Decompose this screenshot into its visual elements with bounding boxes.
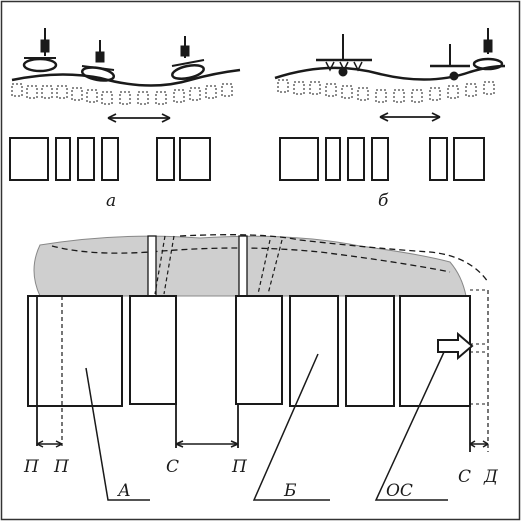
label-c1: С bbox=[166, 457, 179, 477]
panel-b bbox=[274, 28, 506, 181]
block-4 bbox=[289, 295, 339, 407]
blocks-a bbox=[9, 137, 211, 181]
advance-arrow-a bbox=[107, 113, 171, 123]
label-d: Д bbox=[483, 467, 499, 487]
label-c2: С bbox=[458, 467, 471, 487]
shift-dashes bbox=[470, 289, 488, 405]
support-unit-b3 bbox=[472, 28, 504, 71]
leader-os bbox=[374, 351, 448, 501]
post-2-ghost bbox=[257, 239, 283, 295]
dimension-arrows bbox=[36, 440, 489, 448]
label-panel-a: а bbox=[106, 191, 116, 211]
support-unit-a2 bbox=[80, 40, 116, 82]
label-p1: П bbox=[23, 457, 40, 477]
label-a: А bbox=[117, 481, 131, 501]
hanging-row-a bbox=[11, 83, 233, 105]
label-p2: П bbox=[53, 457, 70, 477]
support-unit-a3 bbox=[171, 36, 205, 80]
roof-curve-b bbox=[274, 64, 506, 81]
post-1-ghost bbox=[154, 235, 175, 295]
label-os: ОС bbox=[386, 481, 413, 501]
roof-curve-a bbox=[11, 68, 241, 87]
label-panel-b: б bbox=[378, 191, 389, 211]
block-3 bbox=[235, 295, 283, 405]
block-2 bbox=[129, 295, 177, 405]
block-5 bbox=[345, 295, 395, 407]
blocks-bottom bbox=[27, 295, 471, 407]
rock-contour-1 bbox=[51, 245, 451, 273]
block-1 bbox=[27, 295, 123, 407]
hanging-row-b bbox=[277, 79, 495, 103]
post-1 bbox=[147, 235, 157, 297]
panel-a bbox=[9, 28, 241, 181]
support-unit-b1 bbox=[316, 34, 372, 77]
support-unit-b2 bbox=[430, 44, 470, 81]
blocks-b bbox=[279, 137, 485, 181]
rock-contour-2 bbox=[179, 234, 489, 283]
bottom-diagram bbox=[27, 234, 489, 501]
advance-arrow-b bbox=[379, 112, 441, 122]
block-6 bbox=[399, 295, 471, 407]
leader-a bbox=[85, 367, 150, 501]
support-unit-a1 bbox=[22, 28, 58, 73]
leader-b bbox=[252, 353, 330, 501]
label-p3: П bbox=[231, 457, 248, 477]
label-b: Б bbox=[283, 481, 297, 501]
direction-arrow-icon bbox=[437, 331, 474, 361]
rock-mass bbox=[33, 235, 467, 297]
post-2 bbox=[238, 235, 248, 297]
